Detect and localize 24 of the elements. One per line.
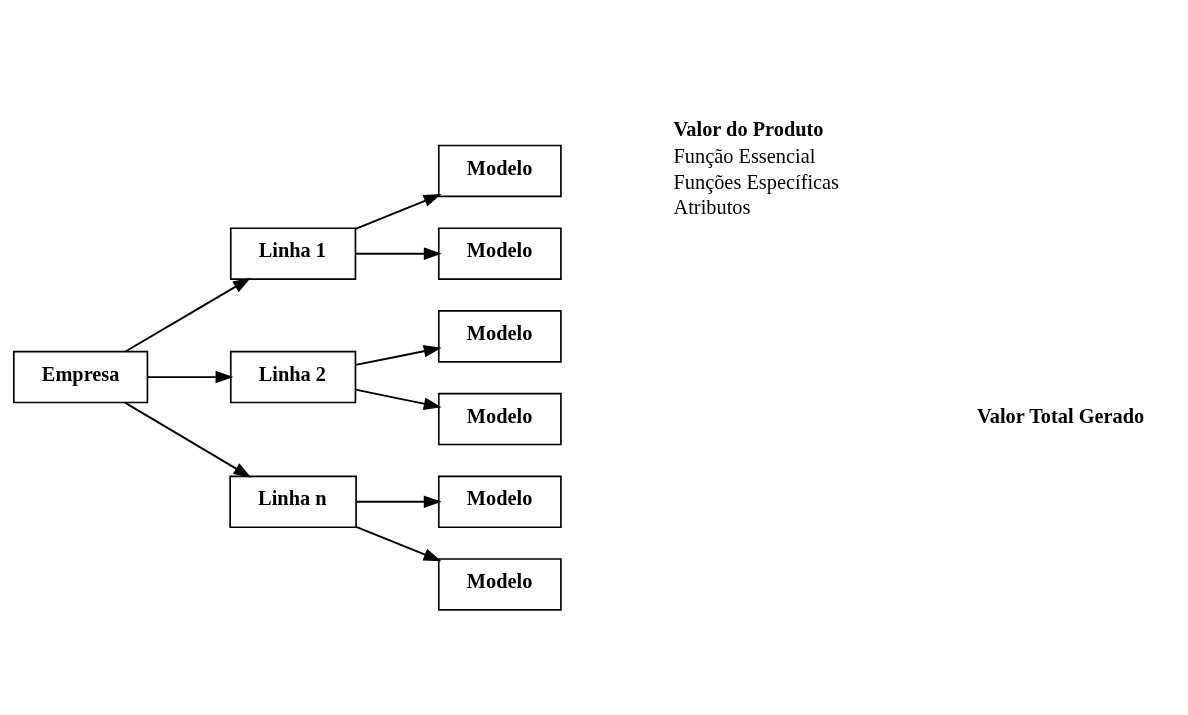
node-box: Linha 2 <box>229 350 357 403</box>
label: Valor Total Gerado <box>976 404 1145 427</box>
node-box: Linha 1 <box>229 226 357 280</box>
node-box: Modelo <box>437 309 562 363</box>
label: Função Essencial <box>673 144 816 167</box>
node-box: Empresa <box>13 350 149 403</box>
label: Atributos <box>673 195 751 218</box>
node-box: Modelo <box>437 557 562 611</box>
node-box: Modelo <box>437 475 562 528</box>
arrow <box>355 495 442 508</box>
label: Valor do Produto <box>673 117 824 140</box>
arrow <box>354 344 442 366</box>
arrow <box>354 388 442 410</box>
arrow <box>354 246 442 260</box>
arrow <box>355 525 442 561</box>
arrow <box>146 370 234 383</box>
arrow <box>124 277 251 352</box>
node-box: Modelo <box>437 226 562 280</box>
node-box: Modelo <box>437 392 562 445</box>
node-box: Linha n <box>229 475 357 528</box>
label: Funções Específicas <box>673 170 840 193</box>
arrow <box>123 401 252 478</box>
arrow <box>354 193 442 230</box>
node-box: Modelo <box>437 144 562 197</box>
